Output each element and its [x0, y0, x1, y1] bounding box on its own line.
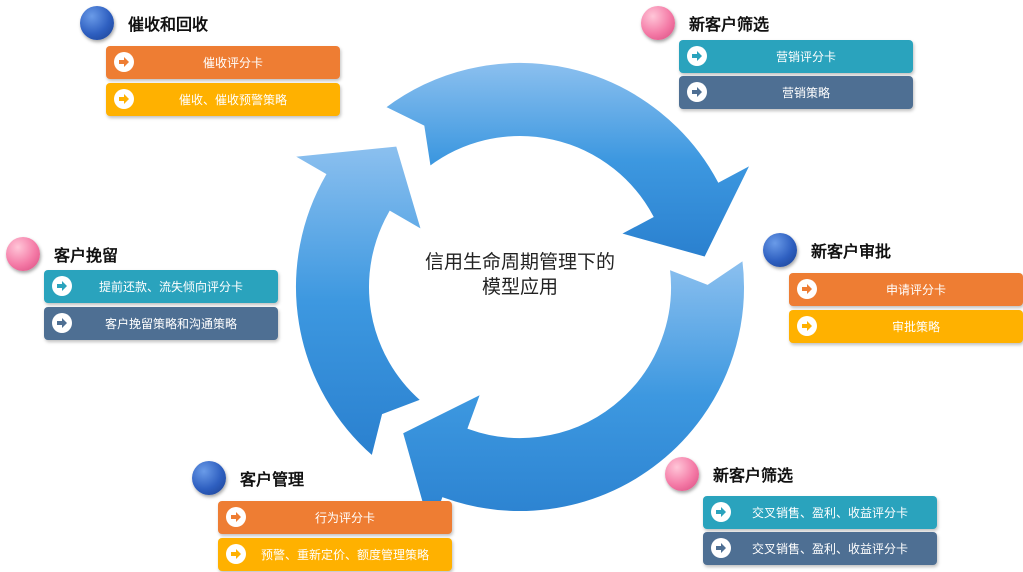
group-retention-header: 客户挽留 — [6, 236, 118, 272]
arrow-right-icon — [52, 276, 72, 296]
arrow-right-icon — [711, 538, 731, 558]
approval-strategy-button[interactable]: 审批策略 — [789, 310, 1023, 343]
retention-strategy-label: 客户挽留策略和沟通策略 — [104, 317, 237, 331]
arrow-right-icon — [687, 82, 707, 102]
arrow-right-icon — [226, 544, 246, 564]
blue-bullet-icon — [80, 6, 114, 40]
cross-sell-scorecard-label: 交叉销售、盈利、收益评分卡 — [751, 506, 908, 520]
blue-bullet-icon — [192, 461, 226, 495]
arrow-right-icon — [797, 316, 817, 336]
marketing-scorecard-button[interactable]: 营销评分卡 — [679, 40, 913, 73]
center-title-line1: 信用生命周期管理下的 — [424, 251, 615, 273]
collection-strategy-label: 催收、催收预警策略 — [178, 93, 287, 107]
cycle-arrow-segment-3 — [289, 144, 424, 459]
group-acquisition-title: 新客户筛选 — [689, 15, 770, 34]
behavior-scorecard-button[interactable]: 行为评分卡 — [218, 501, 452, 534]
arrow-right-icon — [711, 502, 731, 522]
blue-bullet-icon — [763, 233, 797, 267]
approval-strategy-label: 审批策略 — [891, 320, 940, 334]
group-collection-header: 催收和回收 — [80, 5, 208, 41]
center-title-line2: 模型应用 — [481, 276, 558, 298]
group-approval-header: 新客户审批 — [763, 232, 891, 268]
group-collection-title: 催收和回收 — [128, 15, 209, 34]
group-retention-title: 客户挽留 — [54, 246, 119, 265]
group-cross-sell-header: 新客户筛选 — [665, 456, 793, 492]
group-management-title: 客户管理 — [240, 470, 305, 489]
cross-sell-scorecard-button[interactable]: 交叉销售、盈利、收益评分卡 — [703, 496, 937, 529]
marketing-strategy-label: 营销策略 — [781, 86, 830, 100]
limit-management-strategy-label: 预警、重新定价、额度管理策略 — [260, 548, 429, 562]
group-cross-sell-title: 新客户筛选 — [713, 466, 794, 485]
arrow-right-icon — [114, 89, 134, 109]
arrow-right-icon — [797, 279, 817, 299]
pink-bullet-icon — [6, 237, 40, 271]
cycle-arrow-segment-2 — [400, 257, 746, 537]
limit-management-strategy-button[interactable]: 预警、重新定价、额度管理策略 — [218, 538, 452, 571]
arrow-right-icon — [226, 507, 246, 527]
attrition-scorecard-label: 提前还款、流失倾向评分卡 — [98, 280, 243, 294]
cycle-arrow-segment-1 — [382, 60, 754, 259]
marketing-scorecard-label: 营销评分卡 — [775, 50, 836, 64]
behavior-scorecard-label: 行为评分卡 — [314, 511, 375, 525]
retention-strategy-button[interactable]: 客户挽留策略和沟通策略 — [44, 307, 278, 340]
collection-scorecard-label: 催收评分卡 — [202, 56, 263, 70]
attrition-scorecard-button[interactable]: 提前还款、流失倾向评分卡 — [44, 270, 278, 303]
arrow-right-icon — [114, 52, 134, 72]
pink-bullet-icon — [641, 6, 675, 40]
marketing-strategy-button[interactable]: 营销策略 — [679, 76, 913, 109]
cross-sell-scorecard-2-button[interactable]: 交叉销售、盈利、收益评分卡 — [703, 532, 937, 565]
cross-sell-scorecard-2-label: 交叉销售、盈利、收益评分卡 — [751, 542, 908, 556]
application-scorecard-label: 申请评分卡 — [885, 283, 946, 297]
arrow-right-icon — [52, 313, 72, 333]
group-approval-title: 新客户审批 — [811, 242, 892, 261]
pink-bullet-icon — [665, 457, 699, 491]
group-management-header: 客户管理 — [192, 460, 304, 496]
collection-strategy-button[interactable]: 催收、催收预警策略 — [106, 83, 340, 116]
application-scorecard-button[interactable]: 申请评分卡 — [789, 273, 1023, 306]
center-title: 信用生命周期管理下的 模型应用 — [395, 250, 645, 300]
collection-scorecard-button[interactable]: 催收评分卡 — [106, 46, 340, 79]
group-acquisition-header: 新客户筛选 — [641, 5, 769, 41]
arrow-right-icon — [687, 46, 707, 66]
